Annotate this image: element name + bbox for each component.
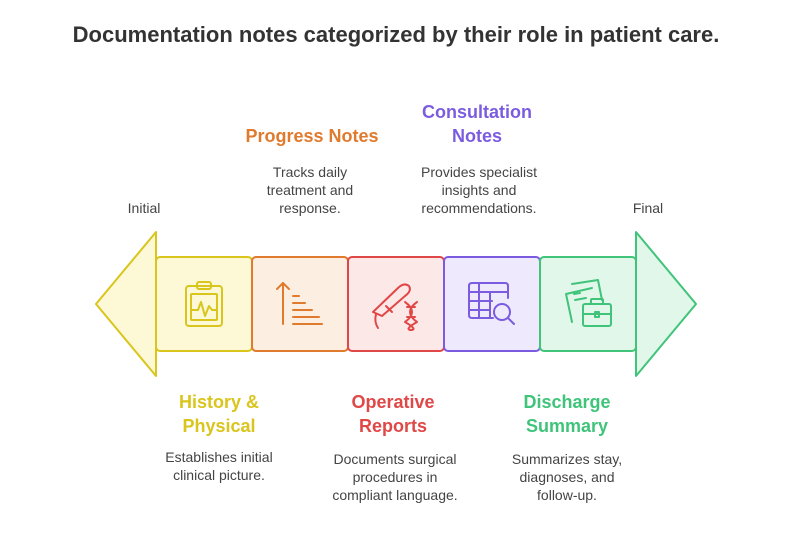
scalpel-dna-icon: [372, 283, 418, 331]
description-line: insights and: [441, 182, 517, 198]
table-search-icon: [468, 282, 515, 325]
stage-description-operative: Documents surgical procedures in complia…: [310, 450, 480, 504]
description-line: Summarizes stay,: [511, 451, 623, 467]
diagram-title: Documentation notes categorized by their…: [72, 22, 720, 47]
stage-heading-line: Consultation: [422, 102, 532, 122]
description-line: Provides specialist: [421, 164, 537, 180]
description-line: diagnoses, and: [519, 469, 615, 485]
right-arrow-head: [635, 231, 697, 377]
stage-description-discharge: Summarizes stay, diagnoses, and follow-u…: [484, 450, 650, 504]
stage-description-history: Establishes initial clinical picture.: [136, 448, 302, 484]
stage-description-progress: Tracks daily treatment and response.: [232, 163, 388, 217]
stage-heading-line: Summary: [525, 416, 609, 436]
stage-box-consultation: [443, 256, 541, 352]
description-line: Tracks daily: [272, 164, 348, 180]
stage-heading-line: Discharge: [523, 392, 611, 412]
description-line: procedures in: [352, 469, 438, 485]
description-line: clinical picture.: [173, 467, 265, 483]
description-line: Establishes initial: [165, 449, 273, 465]
stage-heading-discharge: Discharge Summary: [484, 390, 650, 438]
description-line: recommendations.: [421, 200, 537, 216]
stage-heading-line: Reports: [358, 416, 427, 436]
stage-heading-progress: Progress Notes: [222, 124, 402, 148]
clipboard-chart-icon: [185, 281, 223, 327]
left-arrow-head: [95, 231, 157, 377]
stage-heading-line: Physical: [182, 416, 256, 436]
stage-heading-line: Operative: [351, 392, 435, 412]
description-line: treatment and: [266, 182, 354, 198]
start-label: Initial: [127, 200, 161, 216]
stage-heading-line: Notes: [451, 126, 502, 146]
sort-ascending-icon: [276, 282, 323, 325]
description-line: compliant language.: [332, 487, 458, 503]
end-label: Final: [632, 200, 664, 216]
description-line: follow-up.: [537, 487, 597, 503]
stage-box-history: [155, 256, 253, 352]
stage-description-consultation: Provides specialist insights and recomme…: [394, 163, 564, 217]
stage-heading-operative: Operative Reports: [310, 390, 476, 438]
stage-heading-consultation: Consultation Notes: [394, 100, 560, 148]
description-line: Documents surgical: [333, 451, 457, 467]
stage-heading-line: Progress Notes: [245, 126, 379, 146]
description-line: response.: [279, 200, 341, 216]
documents-briefcase-icon: [565, 279, 612, 327]
stage-heading-history: History & Physical: [136, 390, 302, 438]
stage-heading-line: History &: [178, 392, 259, 412]
